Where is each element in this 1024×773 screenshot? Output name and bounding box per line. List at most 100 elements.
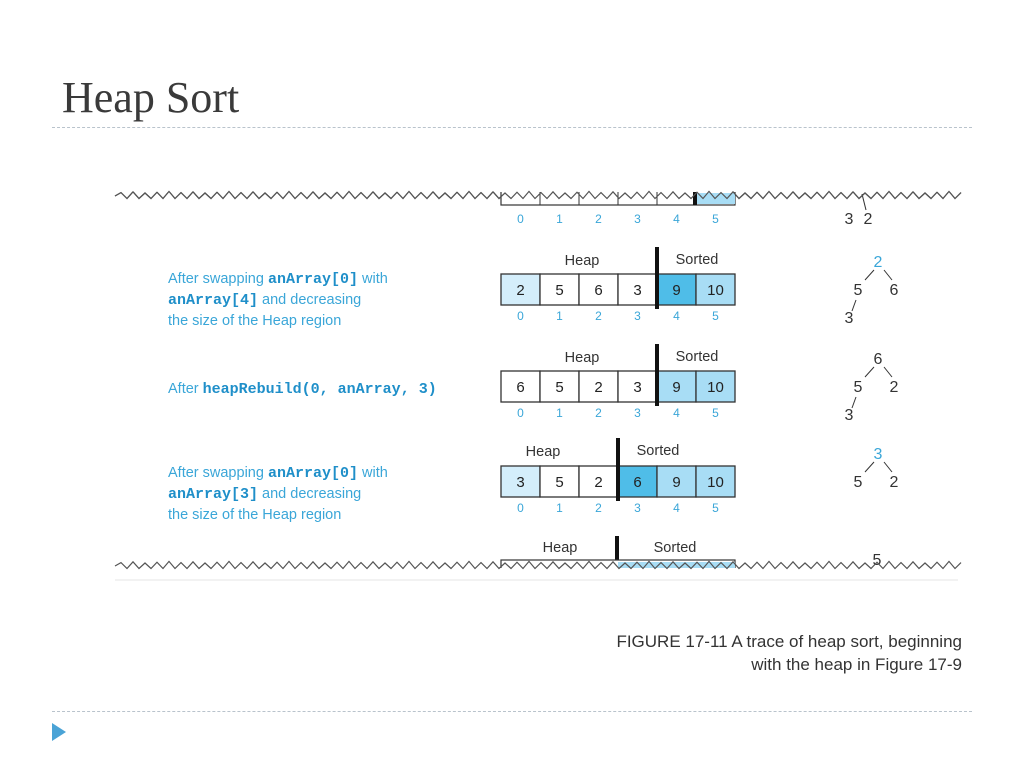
array-index-label: 5 (712, 501, 719, 515)
array-index-label: 2 (595, 501, 602, 515)
array-cell (695, 273, 736, 306)
array-index-label: 1 (556, 309, 563, 323)
bottom-partial-tree-node: 5 (873, 552, 882, 569)
figure-caption: FIGURE 17-11 A trace of heap sort, begin… (616, 630, 962, 676)
next-slide-arrow-icon[interactable] (52, 723, 66, 741)
sorted-region-label: Sorted (676, 252, 719, 268)
text-span: the size of the Heap region (168, 313, 341, 329)
array-cell-value: 3 (633, 282, 641, 299)
array-cell (656, 465, 697, 498)
array-cell (695, 465, 736, 498)
array-cell (656, 370, 697, 403)
code-span: anArray[0] (268, 465, 358, 482)
array-cell-value: 5 (555, 282, 563, 299)
array-cell-value: 6 (516, 379, 524, 396)
array-cell-value: 3 (516, 474, 524, 491)
array-cell-value: 5 (555, 474, 563, 491)
array-index-label: 3 (634, 406, 641, 420)
tree-right-node: 6 (890, 282, 899, 299)
top-tear-mask (112, 180, 962, 192)
array-index-label: 5 (712, 309, 719, 323)
array-cell (539, 273, 580, 306)
array-cell-value: 10 (707, 474, 724, 491)
array-index-label: 0 (517, 501, 524, 515)
array-cell-value: 10 (707, 379, 724, 396)
slide-title: Heap Sort (62, 73, 240, 122)
array-index-label: 1 (556, 212, 563, 226)
step-caption-line: anArray[3] and decreasing (168, 486, 361, 503)
array-index-label: 0 (517, 406, 524, 420)
array-cell (656, 273, 697, 306)
tree-edge-left-left (851, 396, 857, 409)
code-span: anArray[4] (168, 292, 258, 309)
text-span: with (358, 271, 388, 287)
array-index-label: 2 (595, 406, 602, 420)
array-cell-value: 5 (555, 379, 563, 396)
step-caption-line: the size of the Heap region (168, 313, 341, 329)
tree-edge-right (883, 366, 893, 378)
array-cell (500, 273, 541, 306)
step-caption-line: After swapping anArray[0] with (168, 465, 388, 482)
array-index-label: 4 (673, 501, 680, 515)
code-span: heapRebuild(0, anArray, 3) (203, 381, 437, 398)
array-index-label: 1 (556, 406, 563, 420)
top-partial-tree-node: 3 (845, 211, 854, 228)
array-index-label: 1 (556, 501, 563, 515)
tree-root-node: 2 (874, 254, 883, 271)
top-tear-edge-overlay (114, 190, 962, 200)
array-index-label: 5 (712, 406, 719, 420)
text-span: After swapping (168, 271, 268, 287)
code-span: anArray[3] (168, 486, 258, 503)
heap-region-label: Heap (565, 350, 600, 366)
array-cell-value: 9 (672, 379, 680, 396)
array-index-label: 4 (673, 406, 680, 420)
tree-edge-left (864, 269, 875, 281)
array-cell (500, 370, 541, 403)
tree-right-node: 2 (890, 379, 899, 396)
bottom-tear-edge (114, 560, 962, 570)
array-cell (578, 465, 619, 498)
array-cell (578, 370, 619, 403)
array-cell-value: 9 (672, 282, 680, 299)
tree-left-left-node: 3 (845, 407, 854, 424)
tree-root-node: 6 (874, 351, 883, 368)
text-span: the size of the Heap region (168, 507, 341, 523)
figure-caption-line-1: FIGURE 17-11 A trace of heap sort, begin… (616, 632, 962, 651)
text-span: and decreasing (258, 292, 361, 308)
array-cell-value: 2 (516, 282, 524, 299)
array-index-label: 2 (595, 212, 602, 226)
tree-left-node: 5 (854, 379, 863, 396)
sorted-region-label: Sorted (676, 349, 719, 365)
heap-region-label: Heap (565, 253, 600, 269)
array-cell (500, 465, 541, 498)
array-index-label: 5 (712, 212, 719, 226)
array-cell (539, 465, 580, 498)
array-index-label: 3 (634, 501, 641, 515)
array-cell-value: 6 (633, 474, 641, 491)
bottom-partial-heap-label: Heap (543, 540, 578, 556)
tree-edge-left-left (851, 299, 857, 312)
tree-left-node: 5 (854, 474, 863, 491)
array-cell (539, 370, 580, 403)
array-cell (617, 273, 658, 306)
array-cell-value: 9 (672, 474, 680, 491)
figure-caption-line-2: with the heap in Figure 17-9 (751, 655, 962, 674)
array-cell-value: 2 (594, 474, 602, 491)
step-caption-line: After swapping anArray[0] with (168, 271, 388, 288)
array-cell-value: 3 (633, 379, 641, 396)
text-span: After (168, 381, 203, 397)
bottom-partial-sorted-label: Sorted (654, 540, 697, 556)
sorted-region-label: Sorted (637, 443, 680, 459)
text-span: and decreasing (258, 486, 361, 502)
tree-edge-right (883, 269, 893, 281)
step-caption-line: After heapRebuild(0, anArray, 3) (168, 381, 437, 398)
array-index-label: 4 (673, 212, 680, 226)
footer-divider (52, 711, 972, 712)
array-cell-value: 2 (594, 379, 602, 396)
array-index-label: 0 (517, 309, 524, 323)
text-span: with (358, 465, 388, 481)
code-span: anArray[0] (268, 271, 358, 288)
tree-left-node: 5 (854, 282, 863, 299)
